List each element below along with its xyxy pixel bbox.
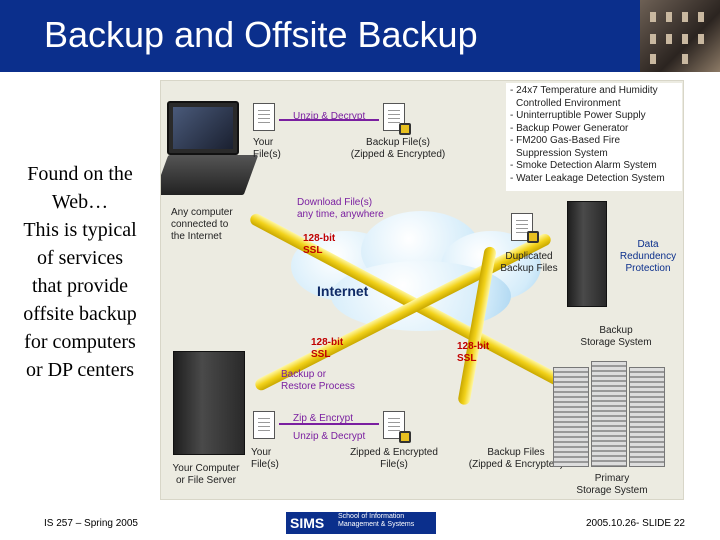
label-line: Restore Process [281, 381, 355, 392]
file-server-icon [173, 351, 245, 455]
label-line: (Zipped & Encrypted) [468, 459, 564, 470]
label-line: connected to [171, 219, 229, 230]
label-line: Backup Files [500, 263, 558, 274]
label-line: File(s) [380, 459, 408, 470]
feature-line: - FM200 Gas-Based Fire [510, 135, 621, 146]
logo-line: School of Information [338, 513, 405, 520]
label-line: 128-bit [311, 337, 344, 348]
label-line: Storage System [580, 337, 652, 348]
label-line: Protection [625, 263, 671, 274]
primary-storage-rack-icon [629, 367, 665, 467]
footer-course: IS 257 – Spring 2005 [44, 518, 138, 529]
feature-line: - Smoke Detection Alarm System [510, 160, 657, 171]
backup-storage-label: Backup Storage System [551, 325, 681, 349]
backup-files-label: Backup Files (Zipped & Encrypted) [457, 447, 575, 471]
feature-line: Controlled Environment [516, 97, 621, 109]
label-line: File(s) [253, 149, 281, 160]
label-line: Duplicated [505, 251, 553, 262]
slide-title: Backup and Offsite Backup [44, 14, 478, 55]
label-line: Primary [594, 473, 630, 484]
side-description: Found on the Web… This is typical of ser… [6, 160, 154, 384]
side-line: of services [36, 247, 124, 269]
label-line: SSL [311, 349, 331, 360]
file-icon [253, 103, 275, 131]
label-line: Your [253, 137, 274, 148]
label-line: Backup [599, 325, 633, 336]
sims-logo: SIMS School of Information Management & … [286, 512, 436, 534]
label-line: Download File(s) [297, 197, 373, 208]
your-files-label: Your File(s) [251, 447, 279, 471]
ssl-label: 128-bit SSL [311, 337, 343, 361]
label-line: any time, anywhere [297, 209, 384, 220]
label-line: the Internet [171, 231, 222, 242]
label-line: Redundency [619, 251, 677, 262]
backup-restore-label: Backup or Restore Process [281, 369, 355, 393]
feature-line: - Water Leakage Detection System [510, 172, 665, 184]
side-line: for computers [24, 331, 136, 353]
label-line: Your Computer [172, 463, 240, 474]
label-line: Backup File(s) [366, 137, 430, 148]
feature-line: - Backup Power Generator [510, 122, 629, 134]
lock-icon [399, 431, 411, 443]
label-line: Backup Files [487, 447, 545, 458]
logo-line: Management & Systems [338, 521, 415, 528]
backup-files-label: Backup File(s) (Zipped & Encrypted) [343, 137, 453, 161]
arrow-bottom [279, 423, 379, 425]
side-line: This is typical [23, 219, 137, 241]
label-line: Storage System [576, 485, 648, 496]
arrow-top [279, 119, 379, 121]
primary-storage-rack-icon [591, 361, 627, 467]
primary-storage-label: Primary Storage System [547, 473, 677, 497]
any-computer-label: Any computer connected to the Internet [171, 207, 233, 243]
file-icon [253, 411, 275, 439]
laptop-screen [173, 107, 233, 149]
label-line: SSL [457, 353, 477, 364]
feature-line: Suppression System [516, 147, 608, 159]
ssl-label: 128-bit SSL [457, 341, 489, 365]
slide-header: Backup and Offsite Backup [0, 0, 720, 72]
environment-features: - 24x7 Temperature and Humidity Controll… [506, 83, 682, 191]
building-photo [640, 0, 720, 72]
label-line: or File Server [175, 475, 236, 486]
your-files-label: Your File(s) [253, 137, 281, 161]
sims-logo-text: SIMS [290, 515, 325, 531]
backup-server-icon [567, 201, 607, 307]
side-line: Found on the [27, 163, 133, 185]
label-line: Zipped & Encrypted [350, 447, 438, 458]
label-line: SSL [303, 245, 323, 256]
internet-label: Internet [317, 283, 369, 299]
label-line: Your [251, 447, 272, 458]
duplicated-label: Duplicated Backup Files [489, 251, 569, 275]
zipped-files-label: Zipped & Encrypted File(s) [339, 447, 449, 471]
ssl-label: 128-bit SSL [303, 233, 335, 257]
unzip-decrypt-label: Unzip & Decrypt [293, 111, 366, 122]
footer-slide-number: 2005.10.26- SLIDE 22 [586, 518, 685, 529]
label-line: File(s) [251, 459, 279, 470]
side-line: that provide [31, 275, 129, 297]
laptop-base-icon [161, 155, 259, 195]
backup-diagram: - 24x7 Temperature and Humidity Controll… [160, 80, 684, 500]
unzip-decrypt-label: Unzip & Decrypt [293, 431, 366, 442]
zip-encrypt-label: Zip & Encrypt [293, 413, 354, 424]
feature-line: - 24x7 Temperature and Humidity [510, 85, 658, 96]
label-line: Data [637, 239, 659, 250]
lock-icon [399, 123, 411, 135]
your-computer-label: Your Computer or File Server [163, 463, 249, 487]
sims-logo-subtext: School of Information Management & Syste… [338, 513, 414, 529]
feature-line: - Uninterruptible Power Supply [510, 110, 646, 121]
label-line: Any computer [171, 207, 233, 218]
label-line: 128-bit [457, 341, 490, 352]
label-line: (Zipped & Encrypted) [350, 149, 446, 160]
label-line: 128-bit [303, 233, 336, 244]
lock-icon [527, 231, 539, 243]
label-line: Backup or [281, 369, 327, 380]
side-line: offsite backup [23, 303, 137, 325]
side-line: or DP centers [25, 359, 135, 381]
download-label: Download File(s) any time, anywhere [297, 197, 384, 221]
primary-storage-rack-icon [553, 367, 589, 467]
side-line: Web… [51, 191, 109, 213]
redundancy-label: Data Redundency Protection [613, 239, 683, 275]
